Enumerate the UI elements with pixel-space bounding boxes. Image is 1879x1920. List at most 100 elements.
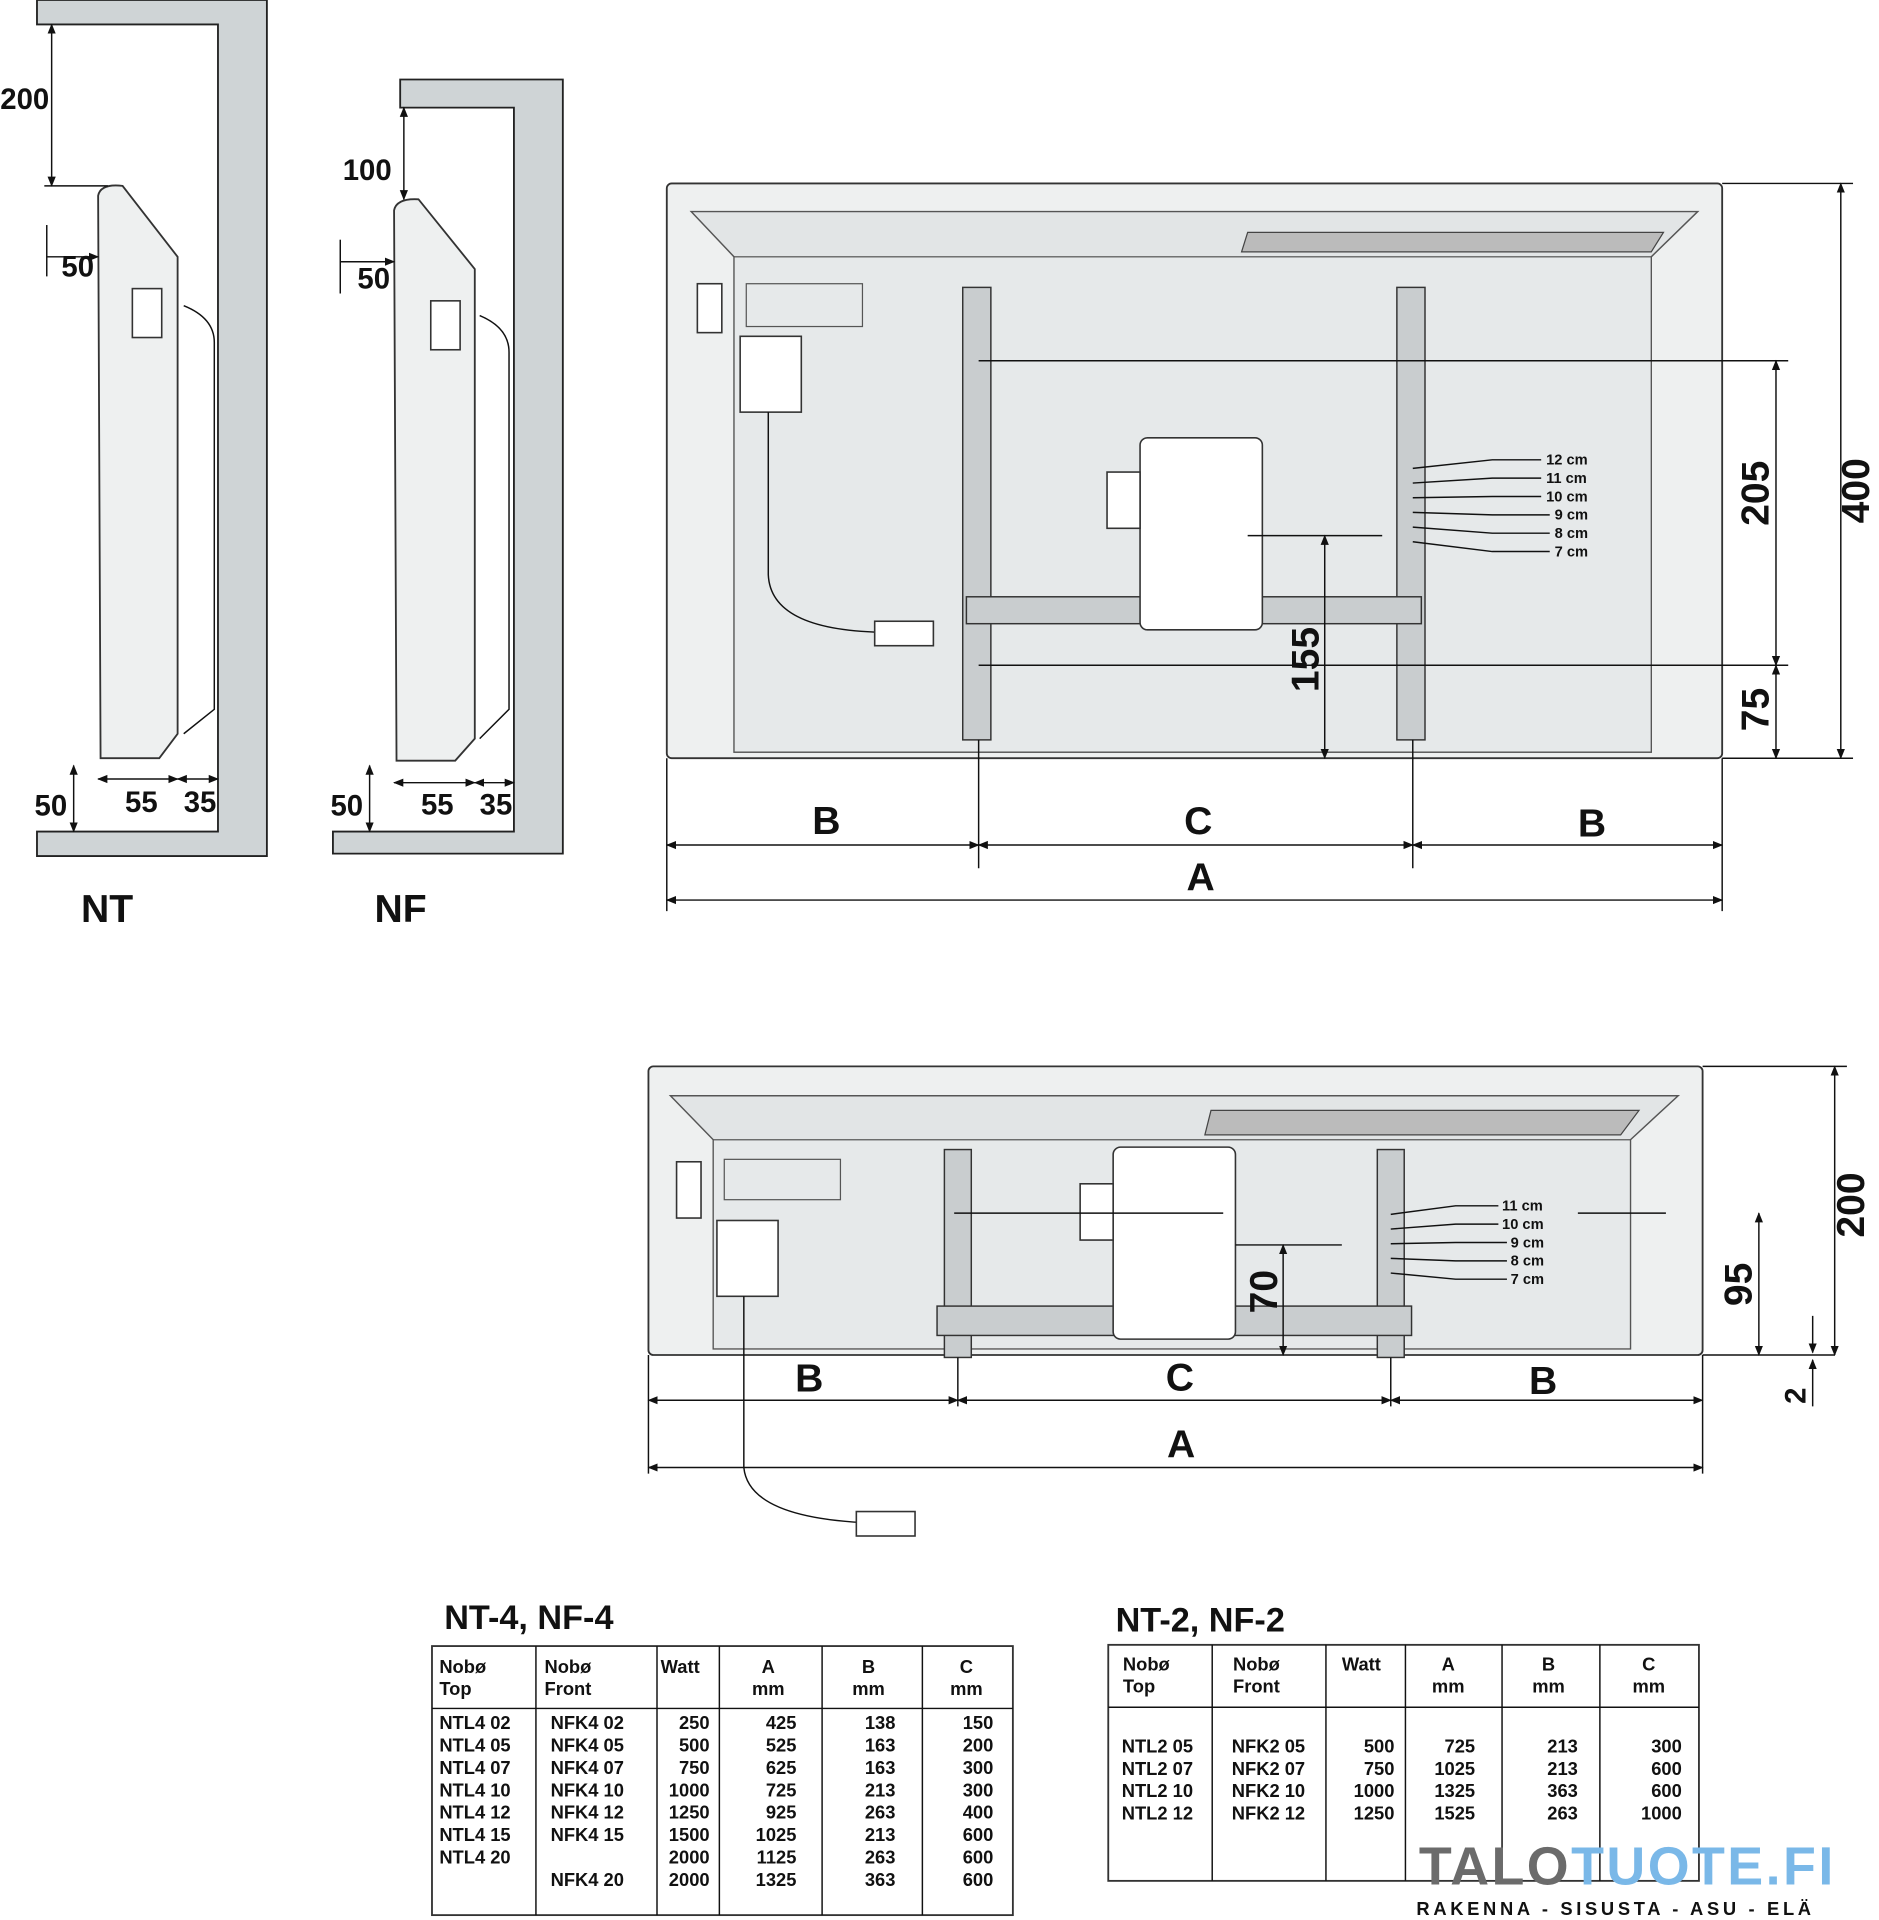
rail-left: [962, 286, 992, 741]
gap: 35: [184, 786, 217, 819]
table-cell: 263: [865, 1847, 896, 1868]
table-header: mm: [852, 1678, 885, 1699]
table-header: Nobø: [544, 1656, 592, 1677]
logo-brand-a: TALO: [1419, 1837, 1571, 1897]
table-cell: 213: [865, 1779, 896, 1800]
table-cell: 200: [963, 1735, 994, 1756]
wall-offset: 50: [357, 263, 390, 296]
model-label-nt: NT: [81, 888, 133, 931]
table-cell: 300: [963, 1757, 994, 1778]
table-cell: 1000: [1641, 1803, 1682, 1824]
table-cell: 1025: [1434, 1758, 1475, 1779]
table-cell: NTL4 20: [439, 1847, 510, 1868]
table-cell: 1325: [756, 1869, 797, 1890]
table-cell: NTL4 15: [439, 1824, 510, 1845]
table-cell: NFK4 20: [551, 1869, 624, 1890]
table-cell: 1500: [669, 1824, 710, 1845]
dim-b-left: B: [795, 1358, 823, 1401]
table-cell: 263: [865, 1802, 896, 1823]
table-cell: NTL2 10: [1122, 1780, 1193, 1801]
table-cell: 1125: [757, 1847, 797, 1868]
front-view-200: 11 cm 10 cm 9 cm 8 cm 7 cm 70 200 95 2 B…: [647, 1065, 1873, 1537]
table-header: Watt: [661, 1656, 700, 1677]
watermark-logo: TALOTUOTE.FI RAKENNA - SISUSTA - ASU - E…: [1416, 1837, 1836, 1920]
cm-label: 11 cm: [1546, 471, 1587, 487]
table-cell: 163: [865, 1757, 896, 1778]
table-header: mm: [1633, 1676, 1666, 1697]
table-title: NT-2, NF-2: [1116, 1601, 1285, 1639]
logo-tagline: RAKENNA - SISUSTA - ASU - ELÄ: [1416, 1898, 1814, 1919]
table-cell: NFK2 07: [1232, 1758, 1305, 1779]
table-cell: 600: [1651, 1780, 1682, 1801]
side-view-nf: 100 50 50 55 35 NF: [330, 78, 564, 931]
table-header: Front: [544, 1678, 591, 1699]
cm-label: 12 cm: [1546, 453, 1588, 469]
table-cell: NTL2 07: [1122, 1758, 1193, 1779]
table-cell: NFK4 05: [551, 1735, 624, 1756]
cm-label: 10 cm: [1502, 1217, 1544, 1233]
table-cell: 600: [963, 1847, 994, 1868]
table-cell: 363: [1547, 1780, 1578, 1801]
table-header: C: [960, 1656, 973, 1677]
bottom-clearance: 50: [330, 790, 363, 823]
table-cell: 1000: [1354, 1780, 1395, 1801]
table-cell: 1250: [1354, 1803, 1395, 1824]
table-cell: 600: [1651, 1758, 1682, 1779]
switch-icon: [131, 287, 163, 339]
table-cell: 750: [1364, 1758, 1395, 1779]
table-header: B: [862, 1656, 875, 1677]
table-cell: 1025: [756, 1824, 797, 1845]
table-cell: NTL4 05: [439, 1735, 510, 1756]
table-cell: 500: [679, 1735, 710, 1756]
cm-label: 9 cm: [1555, 508, 1588, 524]
table-cell: 600: [963, 1869, 994, 1890]
table-cell: 363: [865, 1869, 896, 1890]
table-header: Nobø: [1233, 1654, 1281, 1675]
thermostat-bracket: [1139, 437, 1264, 631]
table-cell: 1250: [669, 1802, 710, 1823]
table-cell: NFK2 10: [1232, 1780, 1305, 1801]
bottom-hole-dim: 75: [1735, 688, 1778, 732]
table-cell: NFK4 15: [551, 1824, 624, 1845]
svg-text:TALOTUOTE.FI: TALOTUOTE.FI: [1419, 1837, 1836, 1897]
cm-label: 11 cm: [1502, 1199, 1543, 1215]
table-header: Front: [1233, 1676, 1280, 1697]
table-cell: NFK4 12: [551, 1802, 624, 1823]
bracket-height: 70: [1243, 1270, 1286, 1314]
hole-height-dim: 95: [1718, 1263, 1761, 1307]
table-cell: NFK4 02: [551, 1712, 624, 1733]
table-cell: NTL4 07: [439, 1757, 510, 1778]
depth-markers: 11 cm 10 cm 9 cm 8 cm 7 cm: [1390, 1199, 1544, 1288]
table-cell: 163: [865, 1735, 896, 1756]
front-view-400: 12 cm 11 cm 10 cm 9 cm 8 cm 7 cm 155 400…: [665, 182, 1878, 912]
cm-label: 7 cm: [1555, 544, 1588, 560]
depth: 55: [125, 786, 158, 819]
table-cell: NTL4 10: [439, 1779, 510, 1800]
table-cell: NTL2 12: [1122, 1803, 1193, 1824]
dim-b-right: B: [1529, 1360, 1557, 1403]
heater-side: [97, 184, 179, 760]
dim-b-left: B: [812, 800, 840, 843]
table-cell: 213: [865, 1824, 896, 1845]
table-cell: 300: [1651, 1735, 1682, 1756]
table-cell: 2000: [669, 1869, 710, 1890]
thermostat-bracket: [1112, 1146, 1237, 1340]
plug-socket: [716, 1219, 779, 1298]
table-cell: NFK2 12: [1232, 1803, 1305, 1824]
table-title: NT-4, NF-4: [444, 1599, 613, 1637]
dim-c: C: [1184, 800, 1212, 843]
table-header: mm: [1432, 1676, 1465, 1697]
top-clearance: 200: [0, 83, 49, 116]
dim-c: C: [1166, 1356, 1194, 1399]
table-header: mm: [950, 1678, 983, 1699]
table-header: C: [1642, 1654, 1655, 1675]
table-cell: NTL2 05: [1122, 1735, 1193, 1756]
table-header: Watt: [1342, 1654, 1381, 1675]
